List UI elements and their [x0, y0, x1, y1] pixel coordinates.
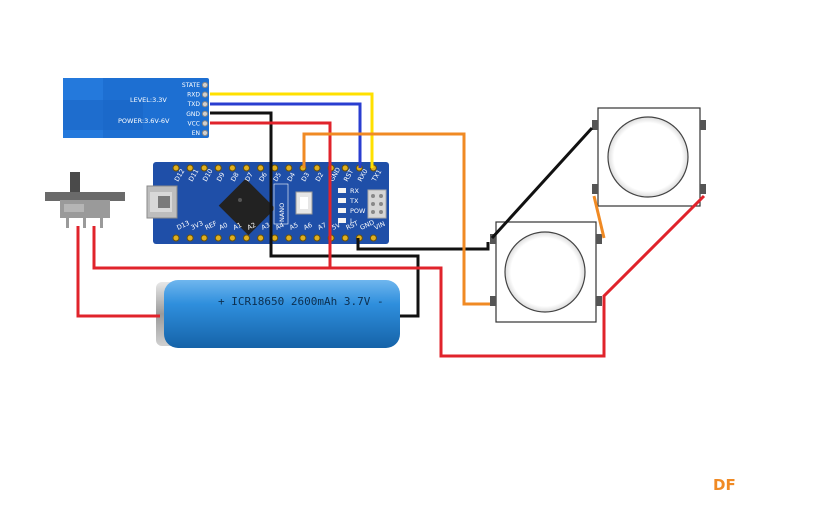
- nano-pin-label: A6: [302, 221, 313, 232]
- bt-pin-txd: [201, 101, 209, 108]
- bt-power-label: POWER:3.6V-6V: [118, 117, 170, 125]
- slide-switch: [45, 172, 125, 228]
- bt-pin-en: [201, 129, 209, 137]
- nano-pin-label: 5V: [331, 221, 343, 232]
- wires: [76, 92, 706, 358]
- wire-blue: [210, 102, 362, 168]
- nano-pin: [313, 164, 321, 172]
- nano-led-label: POW: [350, 207, 366, 215]
- nano-pin: [285, 164, 293, 172]
- nano-pin: [186, 234, 194, 242]
- nano-pin: [313, 234, 321, 242]
- nano-pin: [214, 164, 222, 172]
- bt-pin-label: STATE: [182, 82, 200, 89]
- nano-pin: [200, 234, 208, 242]
- nano-pin: [243, 164, 250, 172]
- nano-pin-label: A7: [316, 221, 327, 232]
- nano-pin: [200, 164, 208, 172]
- icsp-header: [367, 189, 387, 219]
- nano-pin: [257, 164, 265, 172]
- wire-orange-d3: [302, 132, 490, 306]
- bt-pin-rxd: [201, 91, 209, 98]
- nano-pin-label: A1: [232, 221, 243, 232]
- nano-pin-label: D7: [243, 171, 254, 183]
- nano-board-label: NANO: [278, 203, 286, 222]
- bt-level-label: LEVEL:3.3V: [130, 96, 167, 104]
- nano-led: [338, 208, 346, 213]
- wire-orange-buttons: [592, 195, 606, 239]
- battery-label: + ICR18650 2600mAh 3.7V -: [218, 295, 384, 308]
- nano-pin: [369, 234, 377, 242]
- nano-pin-label: D2: [314, 171, 325, 183]
- nano-pin-label: A4: [274, 221, 285, 232]
- nano-led-label: RX: [350, 187, 360, 195]
- wire-black-nano-gnd: [356, 238, 490, 251]
- nano-pin: [285, 234, 293, 242]
- bt-pin-state: [201, 81, 209, 89]
- nano-pin-label: D9: [215, 171, 226, 183]
- nano-pin: [186, 164, 194, 172]
- bt-pin-label: VCC: [188, 120, 200, 127]
- nano-pin-label: D3: [300, 171, 311, 183]
- nano-pin-label: A3: [260, 221, 271, 232]
- nano-pin-label: A2: [246, 221, 257, 232]
- nano-pin-label: D4: [286, 171, 297, 183]
- nano-led: [338, 218, 346, 223]
- nano-pin: [257, 234, 265, 242]
- bt-pin-label: EN: [192, 130, 200, 137]
- wire-black-buttons: [490, 126, 594, 240]
- wire-red-buttons: [330, 194, 706, 358]
- bt-pin-label: GND: [186, 111, 200, 118]
- bluetooth-module: STATE RXD TXD GND VCC EN LEVEL:3.3V POWER:3.6…: [63, 78, 209, 138]
- wire-black-bt-gnd: [210, 111, 420, 318]
- nano-pin: [214, 234, 222, 242]
- wire-yellow: [210, 92, 374, 168]
- microcontroller-chip: [218, 178, 276, 236]
- nano-led: [338, 188, 346, 193]
- nano-pin: [341, 234, 349, 242]
- nano-pin: [172, 164, 180, 172]
- nano-pin-label: A5: [288, 221, 299, 232]
- bt-pin-label: TXD: [187, 101, 201, 108]
- usb-connector: [146, 185, 178, 219]
- df-logo: DF: [713, 476, 736, 494]
- nano-pin: [271, 164, 279, 172]
- push-button-bottom: [490, 221, 602, 323]
- nano-pin: [228, 234, 236, 242]
- bt-pin-gnd: [201, 110, 209, 117]
- nano-led: [338, 198, 346, 203]
- nano-pin-label: D6: [257, 171, 268, 183]
- nano-pin: [243, 234, 250, 242]
- nano-led-label: TX: [349, 197, 359, 205]
- nano-pin: [172, 234, 180, 242]
- nano-pin: [341, 164, 349, 172]
- nano-pin-label: D8: [229, 171, 240, 183]
- nano-pin: [299, 234, 307, 242]
- reset-button: [295, 191, 313, 215]
- wire-red-switch-battery: [76, 226, 160, 318]
- nano-pin: [271, 234, 279, 242]
- nano-pin-label: A0: [218, 221, 229, 232]
- bt-pin-vcc: [201, 120, 209, 127]
- push-button-top: [592, 107, 706, 207]
- nano-pin-label: D5: [272, 171, 283, 183]
- bt-pin-label: RXD: [187, 92, 200, 99]
- nano-pin: [228, 164, 236, 172]
- nano-led-label: L: [350, 217, 354, 225]
- battery-18650: + ICR18650 2600mAh 3.7V -: [156, 280, 400, 348]
